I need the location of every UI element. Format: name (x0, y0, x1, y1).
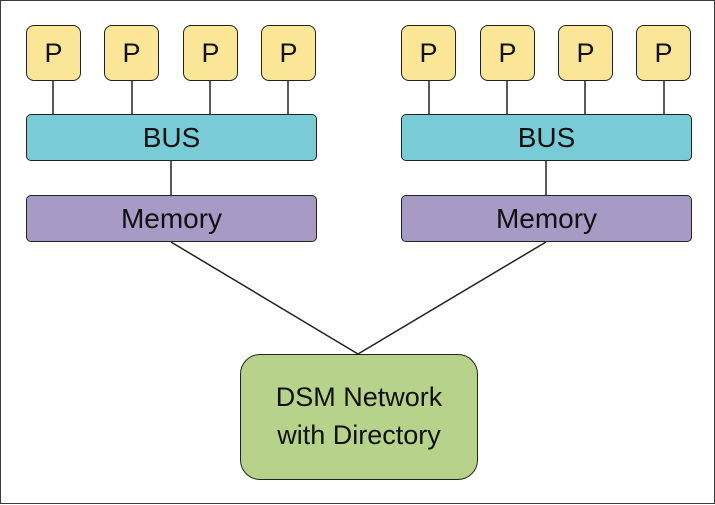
processor-node: P (261, 25, 316, 81)
memory-network-link (357, 241, 547, 355)
memory-block: Memory (26, 195, 317, 242)
bus-bar: BUS (401, 114, 692, 161)
memory-block: Memory (401, 195, 692, 242)
dsm-network-label: DSM Network with Directory (275, 382, 443, 450)
processor-node: P (104, 25, 159, 81)
memory-network-link (170, 241, 359, 355)
dsm-network-node: DSM Network with Directory (240, 354, 478, 480)
bus-bar: BUS (26, 114, 317, 161)
processor-node: P (401, 25, 456, 81)
processor-node: P (480, 25, 535, 81)
processor-node: P (183, 25, 238, 81)
processor-node: P (26, 25, 81, 81)
processor-node: P (636, 25, 691, 81)
processor-node: P (558, 25, 613, 81)
